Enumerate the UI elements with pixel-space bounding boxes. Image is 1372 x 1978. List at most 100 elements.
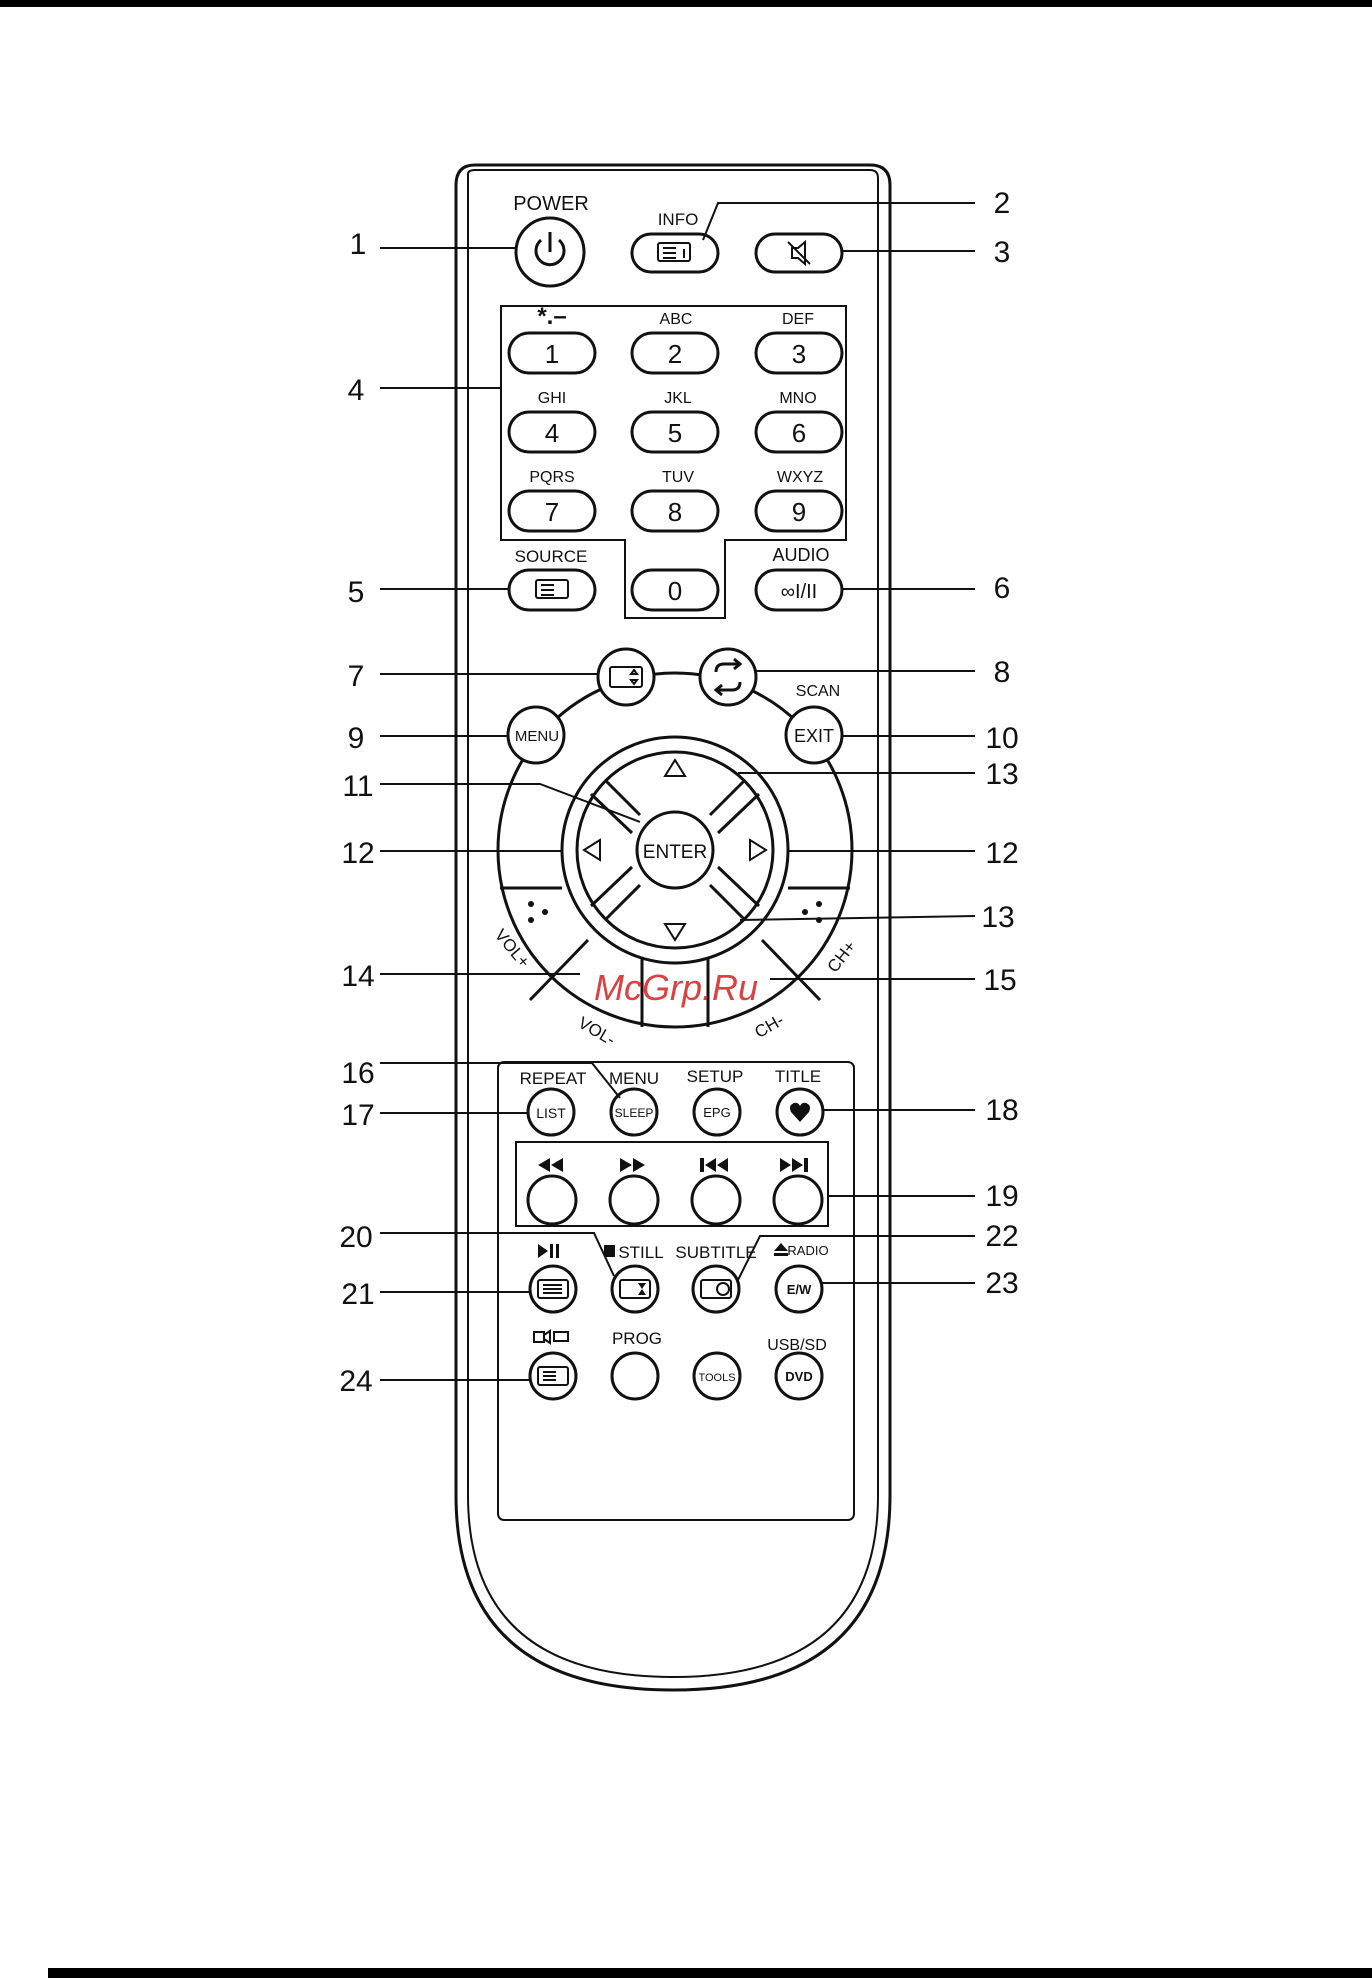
callout-23: 23 [985, 1267, 1018, 1300]
callout-13a: 13 [985, 758, 1018, 791]
jkl-label: JKL [664, 390, 692, 407]
callout-5: 5 [348, 576, 365, 609]
previous-button[interactable] [692, 1176, 740, 1224]
subtitle-button[interactable] [693, 1266, 739, 1312]
key-8-label: 8 [668, 497, 682, 527]
callout-12-right: 12 [985, 837, 1018, 870]
menu2-label: MENU [609, 1069, 659, 1088]
enter-key-label: ENTER [643, 842, 707, 863]
tools-key-label: TOOLS [698, 1372, 735, 1384]
ghi-label: GHI [538, 390, 566, 407]
exit-key-label: EXIT [794, 726, 834, 746]
radio-label: RADIO [787, 1243, 828, 1258]
key-0-label: 0 [668, 576, 682, 606]
previous-icon [700, 1158, 728, 1172]
epg-key-label: EPG [703, 1105, 730, 1120]
callout-1: 1 [350, 228, 367, 261]
key-9-label: 9 [792, 497, 806, 527]
vol-minus-label: VOL- [575, 1013, 619, 1049]
callout-7: 7 [348, 660, 365, 693]
callout-24: 24 [339, 1365, 372, 1398]
bottom-rule [48, 1968, 1372, 1978]
repeat-label: REPEAT [520, 1069, 587, 1088]
mno-label: MNO [779, 390, 816, 407]
key-5-label: 5 [668, 418, 682, 448]
callout-19: 19 [985, 1180, 1018, 1213]
fast-forward-icon [620, 1158, 645, 1172]
info-label: INFO [658, 210, 699, 229]
key-6-label: 6 [792, 418, 806, 448]
callout-20: 20 [339, 1221, 372, 1254]
prog-label: PROG [612, 1329, 662, 1348]
rewind-button[interactable] [528, 1176, 576, 1224]
callout-2: 2 [994, 187, 1011, 220]
tuv-label: TUV [662, 469, 694, 486]
power-button[interactable] [516, 218, 584, 286]
play-pause-button[interactable] [530, 1266, 576, 1312]
mute-button[interactable] [756, 234, 842, 272]
prog-button[interactable] [612, 1353, 658, 1399]
still-label: STILL [618, 1243, 663, 1262]
info-button[interactable] [632, 234, 718, 272]
pip-button[interactable] [530, 1353, 576, 1399]
left-arrow-button[interactable] [584, 840, 600, 860]
down-arrow-button[interactable] [665, 924, 685, 940]
key-4-label: 4 [545, 418, 559, 448]
key-3-label: 3 [792, 339, 806, 369]
fast-forward-button[interactable] [610, 1176, 658, 1224]
callout-8: 8 [994, 656, 1011, 689]
callout-17: 17 [341, 1099, 374, 1132]
camera-icon [534, 1331, 568, 1343]
key-1-label: 1 [545, 339, 559, 369]
menu-key-label: MENU [515, 728, 559, 745]
up-arrow-button[interactable] [665, 760, 685, 776]
aspect-button[interactable] [598, 649, 654, 705]
callout-13b: 13 [981, 901, 1014, 934]
play-pause-icon [538, 1244, 559, 1258]
setup-label: SETUP [687, 1067, 744, 1086]
callout-4: 4 [348, 374, 365, 407]
pqrs-label: PQRS [529, 469, 574, 486]
leader-lines [380, 203, 975, 1380]
scan-label: SCAN [796, 683, 840, 700]
abc-label: ABC [660, 311, 693, 328]
callout-18: 18 [985, 1094, 1018, 1127]
sleep-key-label: SLEEP [615, 1106, 654, 1120]
next-icon [780, 1158, 808, 1172]
source-label: SOURCE [515, 547, 588, 566]
callout-6: 6 [994, 572, 1011, 605]
key-2-label: 2 [668, 339, 682, 369]
callout-10: 10 [985, 722, 1018, 755]
callout-11: 11 [342, 770, 373, 803]
wxyz-label: WXYZ [777, 469, 823, 486]
key-7-label: 7 [545, 497, 559, 527]
audio-key-label: ∞I/II [781, 581, 817, 603]
ch-minus-label: CH- [751, 1010, 787, 1042]
callout-16: 16 [341, 1057, 374, 1090]
def-label: DEF [782, 311, 814, 328]
recall-button[interactable] [700, 649, 756, 705]
usb-sd-label: USB/SD [767, 1337, 827, 1354]
callout-15: 15 [983, 964, 1016, 997]
eject-icon [774, 1243, 788, 1256]
dvd-key-label: DVD [785, 1369, 812, 1384]
right-arrow-button[interactable] [750, 840, 766, 860]
symbols-label: *.– [537, 303, 566, 330]
title-button[interactable] [777, 1089, 823, 1135]
callout-3: 3 [994, 236, 1011, 269]
callout-12-left: 12 [341, 837, 374, 870]
source-button[interactable] [509, 570, 595, 610]
audio-label: AUDIO [772, 545, 829, 565]
callout-9: 9 [348, 722, 365, 755]
callout-14: 14 [341, 960, 374, 993]
ch-plus-label: CH+ [824, 937, 860, 976]
watermark: McGrp.Ru [594, 967, 758, 1008]
next-button[interactable] [774, 1176, 822, 1224]
subtitle-label: SUBTITLE [675, 1243, 756, 1262]
title-label: TITLE [775, 1067, 821, 1086]
rewind-icon [538, 1158, 563, 1172]
stop-icon [604, 1245, 615, 1257]
callout-21: 21 [341, 1278, 374, 1311]
still-button[interactable] [612, 1266, 658, 1312]
power-label: POWER [513, 193, 589, 215]
